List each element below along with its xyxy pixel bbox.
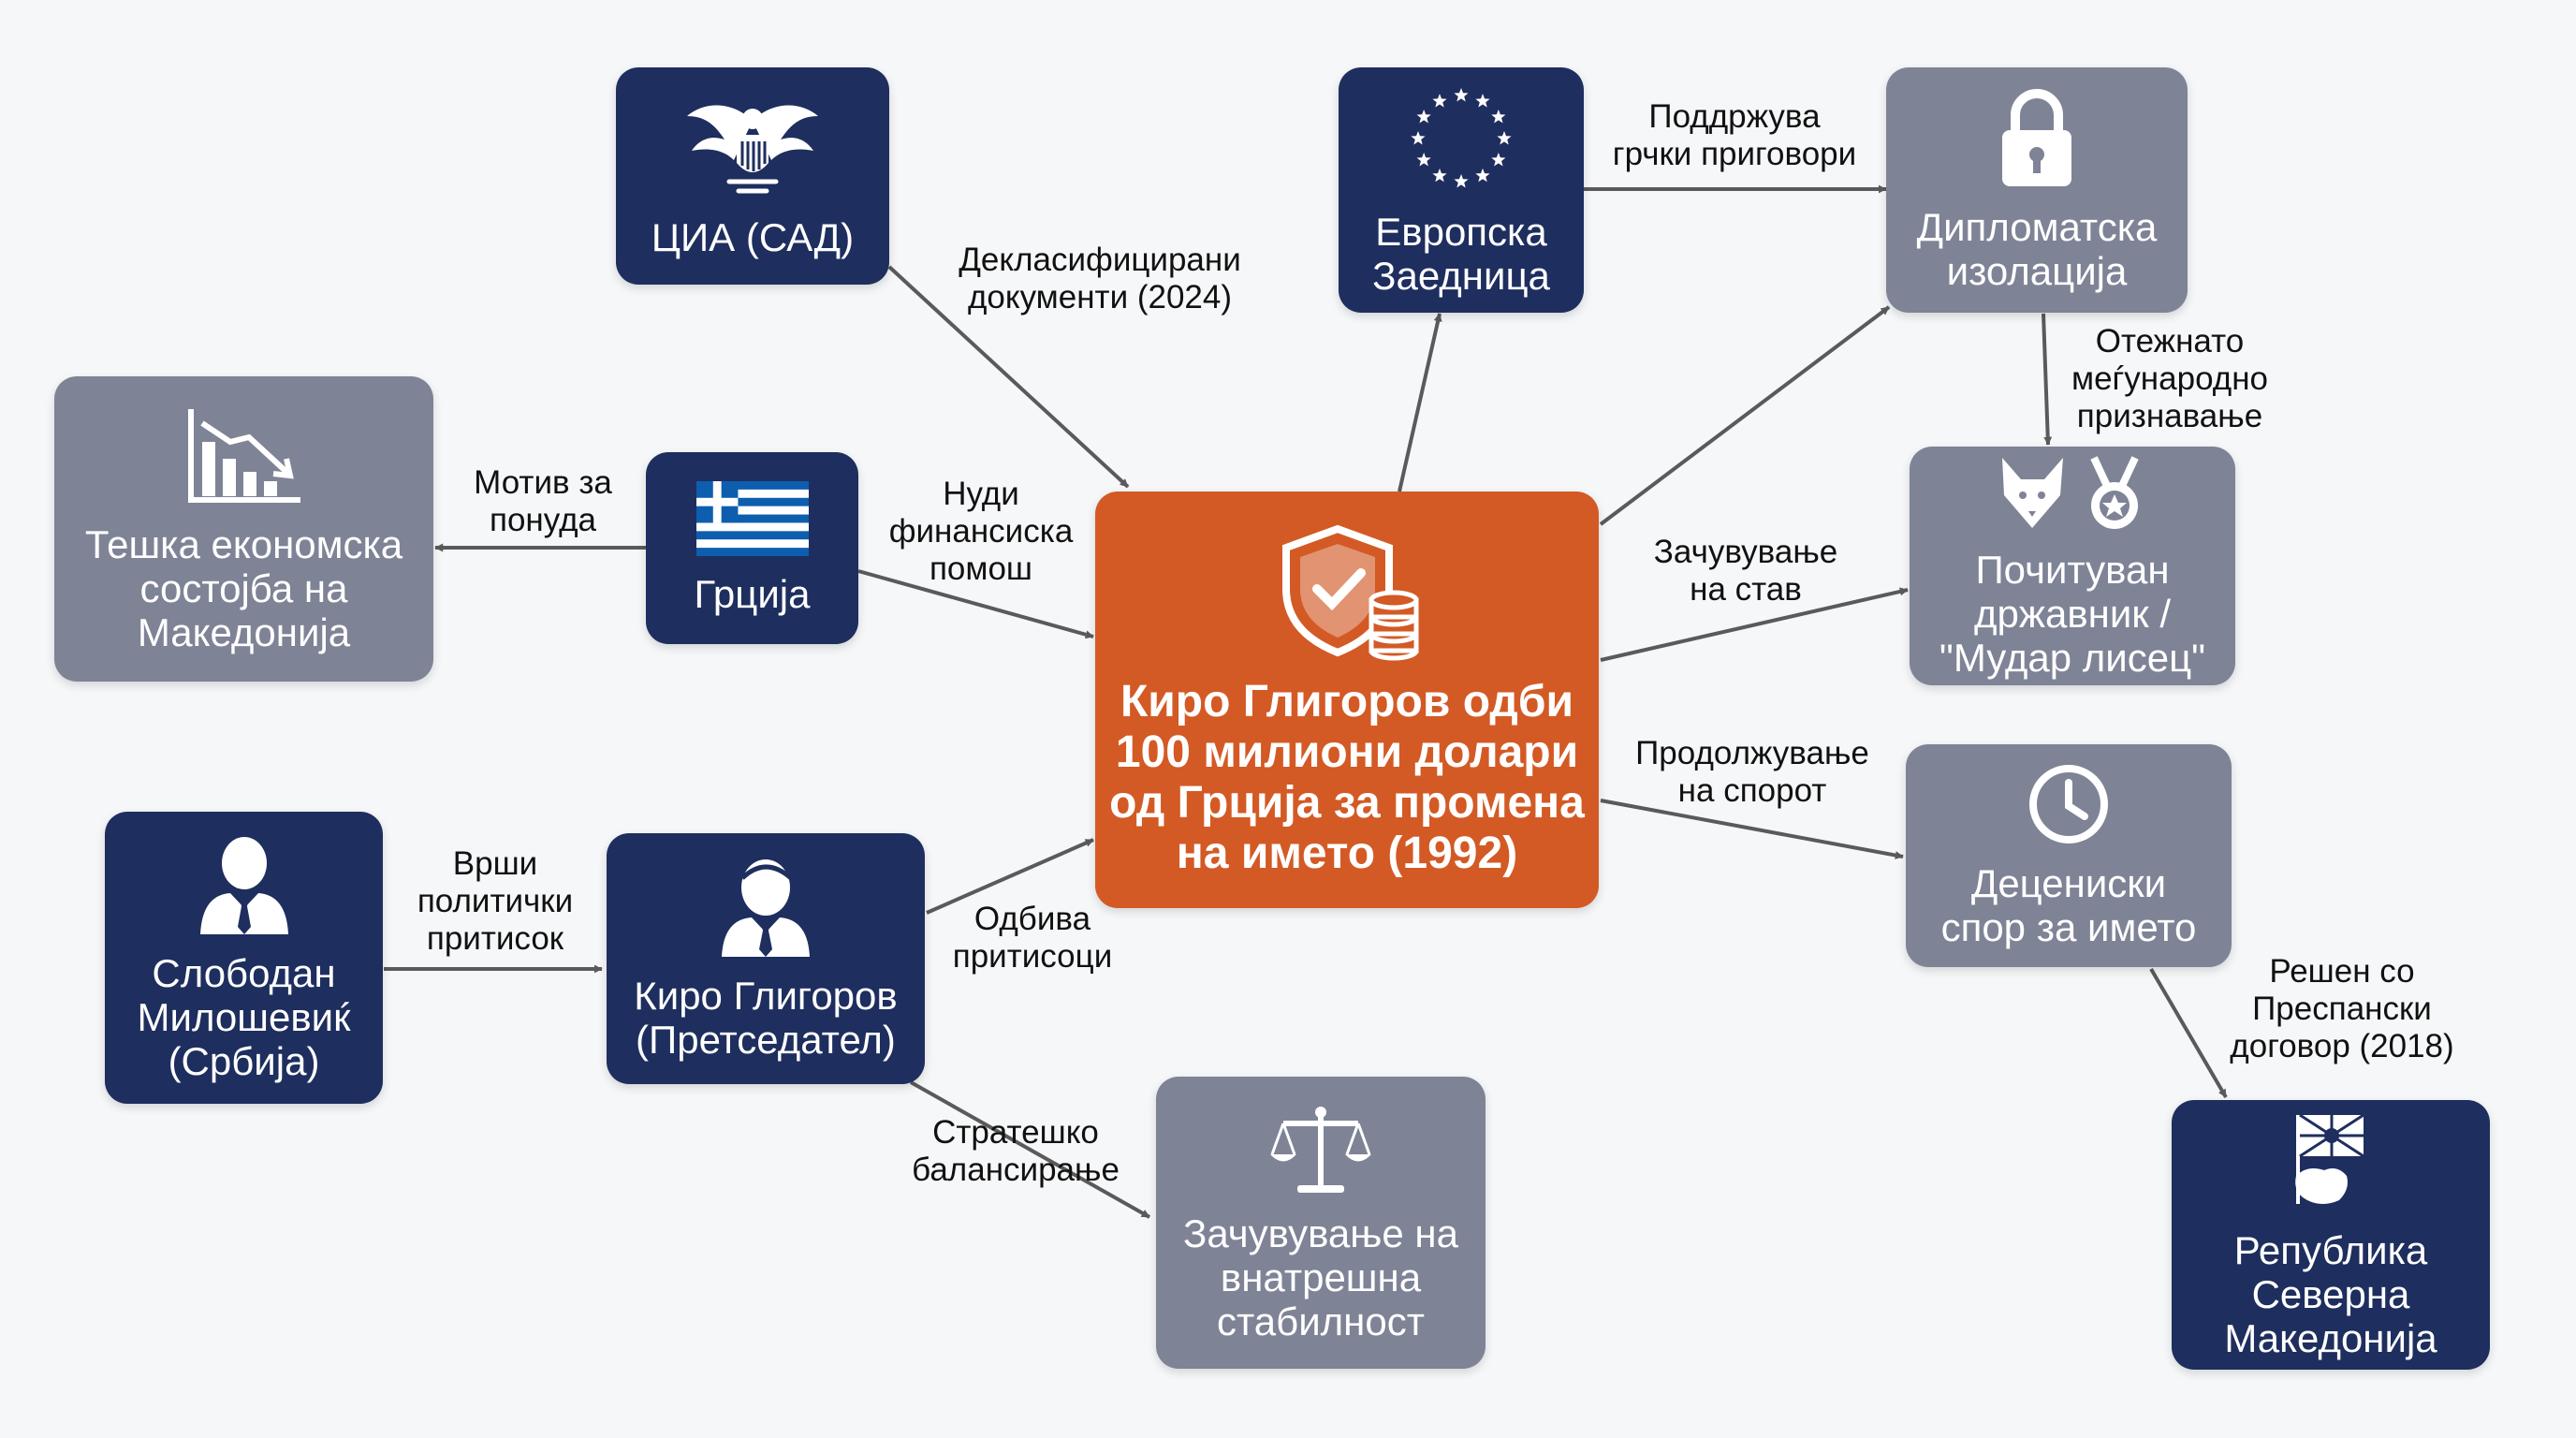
node-name-dispute[interactable]: Децениски спор за името — [1906, 744, 2232, 967]
eu-star-icon — [1475, 168, 1490, 183]
eu-star-icon — [1454, 174, 1469, 188]
arrow-center-to-statesman — [1600, 587, 1909, 662]
node-label: Европска Заедница — [1372, 210, 1550, 298]
node-internal-stability[interactable]: Зачувување на внатрешна стабилност — [1156, 1077, 1486, 1369]
node-label: Киро Глигоров одби 100 милиони долари од… — [1109, 676, 1585, 878]
arrow-isolation-to-statesman — [2042, 313, 2053, 446]
node-gligorov[interactable]: Киро Глигоров (Претседател) — [607, 833, 925, 1084]
eu-stars-icon — [1411, 88, 1512, 188]
node-label: Република Северна Македонија — [2224, 1227, 2437, 1360]
arrow-cia-to-center — [887, 265, 1130, 489]
node-label: Киро Глигоров (Претседател) — [634, 974, 898, 1062]
eu-star-icon — [1416, 110, 1431, 124]
node-label: Зачувување на внатрешна стабилност — [1183, 1211, 1458, 1343]
arrow-greece-to-center — [857, 569, 1094, 639]
arrow-gligorov-to-center — [926, 838, 1094, 915]
eu-star-icon — [1432, 94, 1447, 108]
edge-label-center-to-statesman: Зачувување на став — [1653, 534, 1838, 608]
edge-label-greece-to-center: Нуди финансиска помош — [888, 476, 1074, 587]
eu-star-icon — [1497, 131, 1512, 145]
eu-star-icon — [1432, 168, 1447, 183]
padlock-icon — [2002, 89, 2071, 186]
edge-label-greece-to-economy: Мотив за понуда — [474, 464, 612, 538]
person-suit-icon — [199, 836, 288, 934]
edge-label-gligorov-to-stability: Стратешко балансирање — [912, 1114, 1120, 1188]
edge-label-milosevic-to-gligorov: Врши политички притисок — [417, 845, 574, 957]
eu-star-icon — [1475, 94, 1490, 108]
edge-label-dispute-to-north-macedonia: Решен со Преспански договор (2018) — [2230, 953, 2454, 1064]
node-label: ЦИА (САД) — [651, 215, 855, 259]
edge-label-isolation-to-statesman: Отежнато меѓународно признавање — [2071, 323, 2268, 434]
greek-flag-icon — [695, 481, 809, 556]
node-cia[interactable]: ЦИА (САД) — [616, 67, 889, 285]
eu-star-icon — [1491, 110, 1506, 124]
node-central-event[interactable]: Киро Глигоров одби 100 милиони долари од… — [1095, 492, 1599, 908]
node-label: Дипломатска изолација — [1916, 205, 2158, 293]
node-label: Децениски спор за името — [1940, 861, 2197, 949]
declining-chart-icon — [187, 408, 300, 503]
eu-star-icon — [1454, 88, 1469, 102]
node-milosevic[interactable]: Слободан Милошевиќ (Србија) — [105, 812, 383, 1104]
node-respected-statesman[interactable]: Почитуван државник / "Мудар лисец" — [1910, 447, 2235, 685]
edge-label-cia-to-center: Декласифицирани документи (2024) — [959, 242, 1241, 315]
eu-star-icon — [1411, 131, 1426, 145]
node-eu[interactable]: Европска Заедница — [1339, 67, 1584, 313]
node-economic-hardship[interactable]: Тешка економска состојба на Македонија — [54, 376, 433, 682]
node-label: Слободан Милошевиќ (Србија) — [137, 950, 351, 1083]
node-north-macedonia[interactable]: Република Северна Македонија — [2172, 1100, 2490, 1370]
clock-icon — [2029, 765, 2108, 844]
arrow-dispute-to-north-macedonia — [2149, 967, 2228, 1099]
node-label: Грција — [694, 572, 811, 616]
flag-map-icon — [2295, 1113, 2364, 1204]
scales-icon — [1270, 1106, 1371, 1193]
edge-label-eu-to-isolation: Поддржува грчки приговори — [1612, 98, 1857, 172]
node-label: Тешка економска состојба на Македонија — [84, 521, 403, 654]
node-label: Почитуван државник / "Мудар лисец" — [1939, 547, 2206, 680]
eu-star-icon — [1416, 153, 1431, 167]
eagle-seal-icon — [687, 105, 818, 194]
edge-label-gligorov-to-center: Одбива притисоци — [952, 901, 1113, 975]
arrow-gligorov-to-stability — [910, 1080, 1150, 1219]
eu-star-icon — [1491, 153, 1506, 167]
node-diplomatic-isolation[interactable]: Дипломатска изолација — [1886, 67, 2188, 313]
edge-label-center-to-dispute: Продолжување на спорот — [1635, 735, 1869, 809]
person-suit-icon — [722, 859, 810, 957]
fox-medal-icon — [2002, 455, 2139, 529]
node-greece[interactable]: Грција — [646, 452, 858, 644]
arrow-center-to-dispute — [1600, 799, 1904, 859]
shield-coins-icon — [1282, 524, 1419, 660]
arrow-center-to-isolation — [1599, 305, 1891, 526]
arrow-center-to-eu — [1398, 313, 1442, 492]
